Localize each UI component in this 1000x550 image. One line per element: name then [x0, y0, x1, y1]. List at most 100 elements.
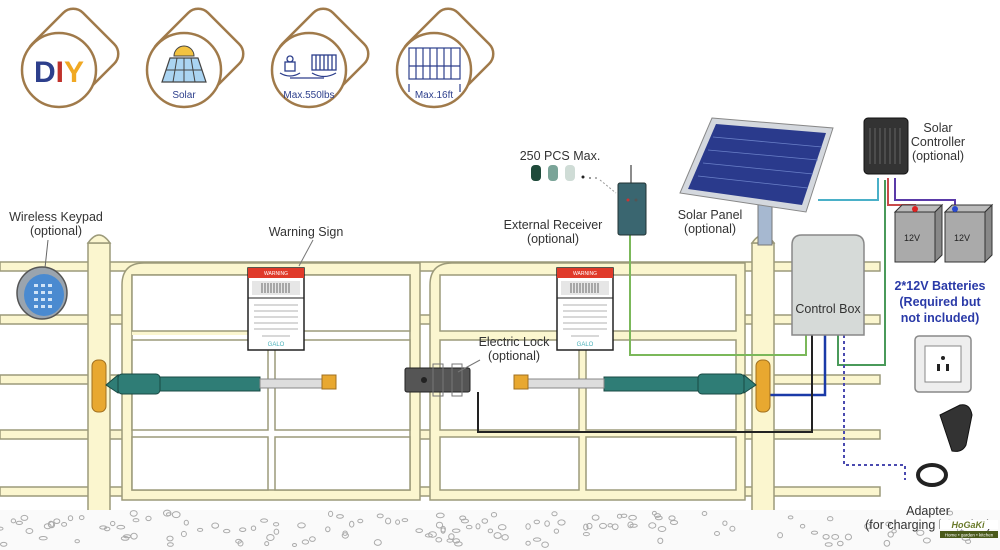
pebble	[616, 513, 623, 519]
pebble	[43, 523, 52, 530]
pebble	[965, 539, 972, 544]
pebble	[844, 533, 853, 541]
pebble	[20, 514, 29, 521]
pebble	[61, 522, 68, 527]
pebble	[887, 531, 894, 538]
pebble	[67, 515, 74, 522]
pebble	[74, 539, 80, 544]
pebble	[250, 525, 257, 531]
label-remotes: 250 PCS Max.	[520, 149, 601, 163]
label-solar-controller: Solar	[923, 121, 952, 135]
watermark-tagline: Home • garden • kitchen	[945, 533, 994, 538]
pebble	[0, 541, 8, 547]
pebble	[885, 521, 892, 527]
pebble	[341, 532, 349, 539]
solar-panel	[679, 117, 834, 246]
pebble	[497, 524, 507, 531]
pebble	[357, 518, 364, 524]
badge-weight-label: Max.550lbs	[283, 90, 334, 101]
label-external-receiver-optional: (optional)	[527, 232, 579, 246]
pebble	[336, 514, 344, 519]
pebble	[883, 539, 891, 547]
pebble	[810, 530, 819, 535]
pebble	[837, 540, 844, 547]
pebble	[475, 523, 481, 530]
pebble	[120, 536, 130, 541]
pebble	[501, 534, 509, 541]
pebble	[239, 527, 247, 533]
pebble	[10, 518, 17, 524]
battery-left: 12V	[893, 203, 944, 264]
watermark: HoGaKi Home • garden • kitchen	[940, 520, 998, 538]
pebble	[822, 534, 830, 540]
pebble	[628, 514, 637, 521]
pebble	[309, 536, 316, 542]
pebble	[657, 526, 667, 532]
gravel-pebbles	[0, 509, 972, 548]
gate-operator-right	[513, 359, 771, 413]
pebble	[197, 527, 204, 532]
pebble	[435, 521, 444, 529]
pebble	[446, 538, 454, 543]
wireless-keypad	[16, 239, 68, 320]
gate-operator-left	[91, 359, 337, 413]
leader-lines	[298, 239, 481, 373]
solar-controller	[863, 117, 909, 175]
pebble	[328, 510, 334, 518]
gate-width-icon	[408, 47, 461, 92]
pebble	[116, 524, 126, 530]
pebble	[451, 528, 461, 533]
pebble	[47, 520, 55, 528]
pebble	[435, 512, 445, 519]
pebble	[544, 520, 550, 527]
pebble	[99, 525, 108, 530]
pebble	[183, 519, 189, 526]
pebble	[166, 535, 174, 542]
pebble	[922, 537, 931, 544]
pebble	[824, 542, 833, 547]
pebble	[454, 541, 463, 547]
pebble	[864, 523, 871, 530]
badge-length-label: Max.16ft	[415, 90, 454, 101]
pebble	[946, 510, 954, 516]
pebble	[465, 524, 473, 530]
pebble	[487, 528, 494, 534]
pebble	[266, 534, 275, 541]
label-batteries-note-2: not included)	[901, 311, 979, 325]
pebble	[654, 515, 663, 521]
pebble	[415, 528, 424, 533]
label-solar-controller-optional: (optional)	[912, 149, 964, 163]
pebble	[831, 534, 840, 540]
label-electric-lock: Electric Lock	[479, 335, 551, 349]
pebble	[714, 531, 720, 536]
battery-right-label: 12V	[954, 233, 970, 243]
pebble	[325, 526, 331, 533]
pebble	[460, 518, 469, 524]
pebble	[611, 523, 619, 531]
warning-header: WARNING	[573, 271, 597, 277]
pebble	[599, 522, 607, 529]
label-warning-sign: Warning Sign	[269, 225, 344, 239]
warning-sign-left: GALO	[247, 267, 305, 351]
label-external-receiver: External Receiver	[504, 218, 603, 232]
pebble	[163, 509, 172, 517]
pebble	[541, 541, 549, 548]
pebble	[481, 518, 489, 524]
label-solar-panel-optional: (optional)	[684, 222, 736, 236]
badge-max-weight: Max.550lbs	[270, 7, 370, 109]
pebble	[401, 518, 409, 523]
pebble	[171, 511, 181, 519]
label-solar-panel: Solar Panel	[678, 208, 743, 222]
labels: Wireless Keypad (optional) Warning Sign …	[9, 121, 991, 532]
pebble	[620, 513, 628, 518]
external-receiver	[617, 165, 647, 236]
remote-controls	[531, 165, 617, 194]
badge-max-length: Max.16ft	[395, 7, 495, 109]
label-electric-lock-optional: (optional)	[488, 349, 540, 363]
label-control-box: Control Box	[795, 302, 861, 316]
pebble	[376, 513, 384, 519]
pebble	[586, 522, 593, 530]
pebble	[260, 518, 269, 523]
control-box	[791, 234, 865, 336]
